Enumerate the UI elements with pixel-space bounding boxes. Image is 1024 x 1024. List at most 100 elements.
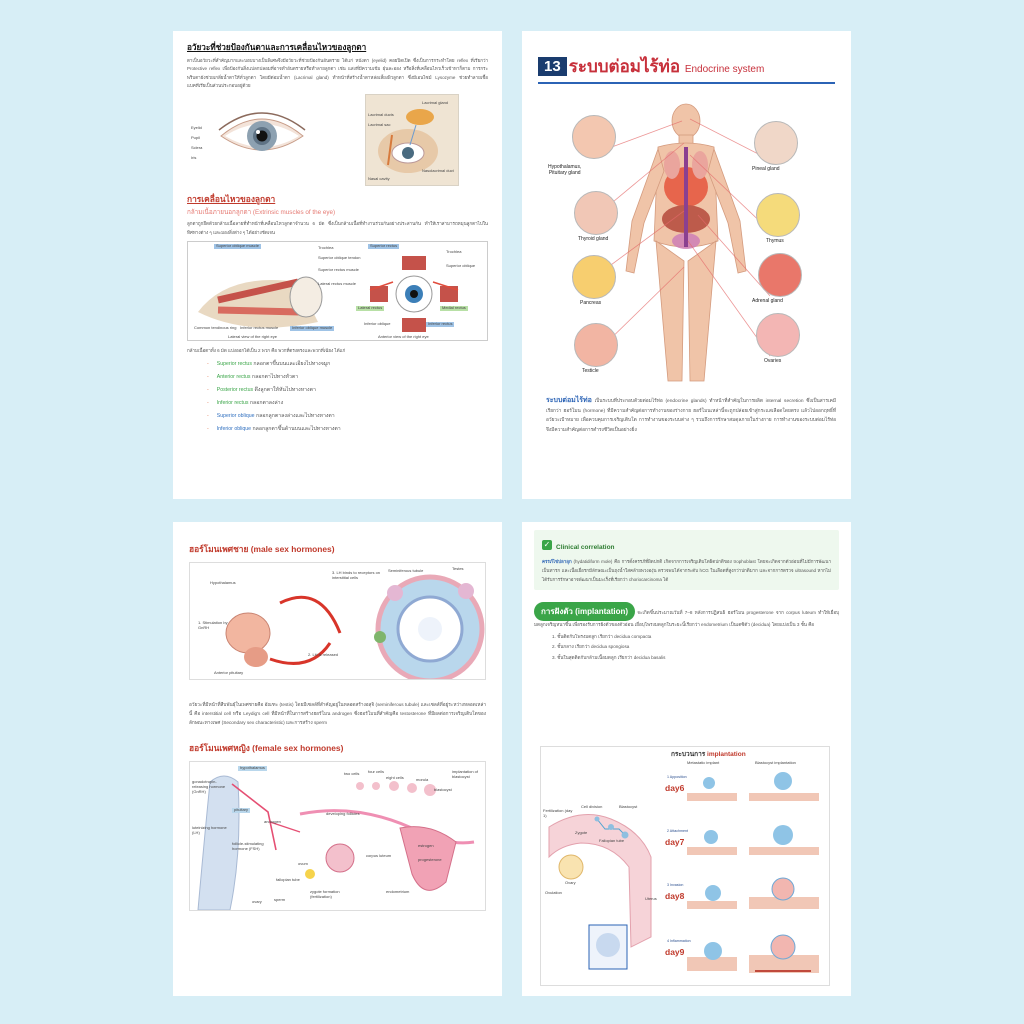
gland-label-pancreas: Pancreas xyxy=(580,300,602,306)
male-fig-label: Testes xyxy=(452,566,464,571)
female-fig-label: estrogen xyxy=(416,843,436,850)
female-fig-label: follicle-stimulating hormone (FSH) xyxy=(232,841,264,852)
female-fig-label: four cells xyxy=(368,769,385,775)
uterus-label: Uterus xyxy=(645,896,657,901)
day-label: day8 xyxy=(665,891,685,901)
eye-protection-heading: อวัยวะที่ช่วยป้องกันตาและการเคลื่อนไหวขอ… xyxy=(187,43,367,52)
muscle-label: Common tendinous ring xyxy=(194,324,237,330)
implantation-illustration xyxy=(548,772,819,973)
page-eye-protection: อวัยวะที่ช่วยป้องกันตาและการเคลื่อนไหวขอ… xyxy=(173,31,502,499)
male-fig-label: Seminiferous tubule xyxy=(388,568,424,573)
eye-movement-paragraph: ลูกตาถูกยึดด้วยกล้ามเนื้อลายที่ทำหน้าที่… xyxy=(187,221,488,235)
gland-label: Nasal cavity xyxy=(368,176,390,182)
muscle-label: Superior rectus xyxy=(368,242,400,249)
human-body-illustration xyxy=(595,103,773,382)
eye-movement-heading: การเคลื่อนไหวของลูกตา xyxy=(187,194,276,205)
female-fig-label: morula xyxy=(416,777,429,783)
gland-label-ovaries: Ovaries xyxy=(764,358,782,364)
eye-figures: Eyelid Pupil Sclera Iris Lacrimal gland … xyxy=(187,94,488,187)
muscle-list: -Superior rectus กลอกตาขึ้นบนและเอียงไปท… xyxy=(187,360,488,433)
muscle-label: Superior oblique muscle xyxy=(214,242,261,249)
female-fig-label: eight cells xyxy=(386,775,404,781)
implantation-process-figure: กระบวนการ implantation Metastatic implan… xyxy=(540,746,830,986)
chapter-number: 13 xyxy=(538,57,567,76)
eye-label: Pupil xyxy=(191,135,200,141)
stage-label: 3 Invasion xyxy=(667,883,684,887)
figure-caption: Lateral view of the right eye xyxy=(228,333,277,339)
lacrimal-illustration xyxy=(378,109,438,174)
muscle-label: Inferior oblique xyxy=(364,320,391,326)
female-fig-label: gonadotropin-releasing hormone (GnRH) xyxy=(192,779,226,795)
page-sex-hormones: ฮอร์โมนเพศชาย (male sex hormones) Hypoth… xyxy=(173,522,502,996)
list-item: -Anterior rectus กลอกตาไปทางหัวตา xyxy=(207,374,299,381)
stage-label: 4 Inflammation xyxy=(667,939,691,943)
male-hormones-figure: Hypothalamus 3. LH binds to receptors on… xyxy=(189,562,486,680)
implantation-figure-title: กระบวนการ implantation xyxy=(671,751,746,758)
muscle-label: Inferior oblique muscle xyxy=(290,324,335,331)
female-fig-label: zygote formation (fertilization) xyxy=(310,889,340,900)
extrinsic-muscles-subheading: กล้ามเนื้อภายนอกลูกตา (Extrinsic muscles… xyxy=(187,209,336,217)
eye-protection-paragraph: ตาเป็นอวัยวะที่สำคัญมากและบอบบางเป็นพิเศ… xyxy=(187,58,488,88)
uterus-label: Zygote xyxy=(575,830,588,835)
gland-label: Lacrimal ducts xyxy=(368,112,394,118)
female-fig-label: developing follicles xyxy=(326,811,360,817)
female-fig-label: pituitary xyxy=(232,807,251,814)
muscle-label: Superior oblique xyxy=(446,262,476,268)
stage-label: 2 Attachment xyxy=(667,829,688,833)
implantation-paragraph: การฝังตัว (implantation) จะเกิดขึ้นประมา… xyxy=(534,602,839,630)
implantation-badge: การฝังตัว (implantation) xyxy=(534,602,636,622)
female-hormones-figure: hypothalamus gonadotropin-releasing horm… xyxy=(189,761,486,912)
gland-label: Lacrimal sac xyxy=(368,122,391,128)
male-fig-label: Hypothalamus xyxy=(210,580,236,585)
gland-label-testicle: Testicle xyxy=(582,368,599,374)
eye-label: Sclera xyxy=(191,145,203,151)
implantation-section: การฝังตัว (implantation) จะเกิดขึ้นประมา… xyxy=(534,602,839,661)
gland-label-thyroid: Thyroid gland xyxy=(578,236,609,242)
day-label: day9 xyxy=(665,947,685,957)
eye-muscles-figure: Superior oblique muscle Trochlea Superio… xyxy=(187,240,488,341)
column-label: Blastocyst implantation xyxy=(755,760,796,765)
uterus-label: Ovary xyxy=(565,880,576,885)
female-fig-label: sperm xyxy=(274,897,286,903)
muscle-label: Inferior rectus xyxy=(426,320,455,327)
figure-caption: Anterior view of the right eye xyxy=(378,333,429,339)
muscle-label: Superior rectus muscle xyxy=(318,266,359,272)
gland-label: Nasolacrimal duct xyxy=(422,168,454,174)
male-fig-label: 2. LH is released xyxy=(308,652,339,657)
muscle-intro: กล้ามเนื้อตาทั้ง 6 มัด แบ่งออกได้เป็น 2 … xyxy=(187,347,346,353)
list-item: 1. ชั้นติดกับโพรงมดลูก เรียกว่า decidua … xyxy=(552,633,652,639)
muscle-label: Superior oblique tendon xyxy=(318,254,361,260)
male-fig-label: 3. LH binds to receptors on interstitial… xyxy=(332,570,381,580)
female-fig-label: hypothalamus xyxy=(238,765,267,772)
checkmark-icon: ✓ xyxy=(542,539,552,550)
female-hormones-heading: ฮอร์โมนเพศหญิง (female sex hormones) xyxy=(189,743,344,754)
thymus-gland-icon xyxy=(756,193,800,237)
muscle-label: Trochlea xyxy=(318,244,334,250)
gland-label-pineal: Pineal gland xyxy=(752,166,780,172)
eye-photo: Eyelid Pupil Sclera Iris xyxy=(191,106,309,172)
clinical-correlation-text: ครรภ์ไข่ปลาอุก (hydatidiform mole) คือ ก… xyxy=(542,559,831,582)
muscle-label: Lateral rectus xyxy=(356,304,385,311)
female-fig-label: ovary xyxy=(252,899,262,905)
decidua-layers-list: 1. ชั้นติดกับโพรงมดลูก เรียกว่า decidua … xyxy=(534,634,839,662)
day-label: day7 xyxy=(665,837,685,847)
list-item: 2. ชั้นกลาง เรียกว่า decidua spongiosa xyxy=(552,644,630,650)
day-label: day6 xyxy=(665,783,685,793)
column-label: Metastatic implant xyxy=(687,760,720,765)
list-item: 3. ชั้นในสุดติดกับกล้ามเนื้อมดลูก เรียกว… xyxy=(552,654,666,660)
adrenal-gland-icon xyxy=(758,253,802,297)
page-implantation: ✓Clinical correlation ครรภ์ไข่ปลาอุก (hy… xyxy=(522,522,851,996)
chapter-title: ระบบต่อมไร้ท่อ Endocrine system xyxy=(568,57,765,76)
list-item: -Inferior rectus กลอกตาลงล่าง xyxy=(207,400,284,407)
muscle-label: Lateral rectus muscle xyxy=(318,280,357,286)
eye-label: Eyelid xyxy=(191,125,202,131)
female-fig-label: implantation of blastocyst xyxy=(452,769,479,780)
eye-muscles-illustration xyxy=(198,255,459,332)
lacrimal-gland-figure: Lacrimal gland Lacrimal ducts Lacrimal s… xyxy=(365,94,459,187)
uterus-label: Fertilization (day 1) xyxy=(543,808,573,818)
eye-illustration xyxy=(218,112,306,152)
stage-label: 1 Apposition xyxy=(667,775,687,779)
list-item: -Superior oblique กลอกลูกตาลงล่างและไปทา… xyxy=(207,413,335,420)
muscle-label: Inferior rectus muscle xyxy=(240,324,279,330)
